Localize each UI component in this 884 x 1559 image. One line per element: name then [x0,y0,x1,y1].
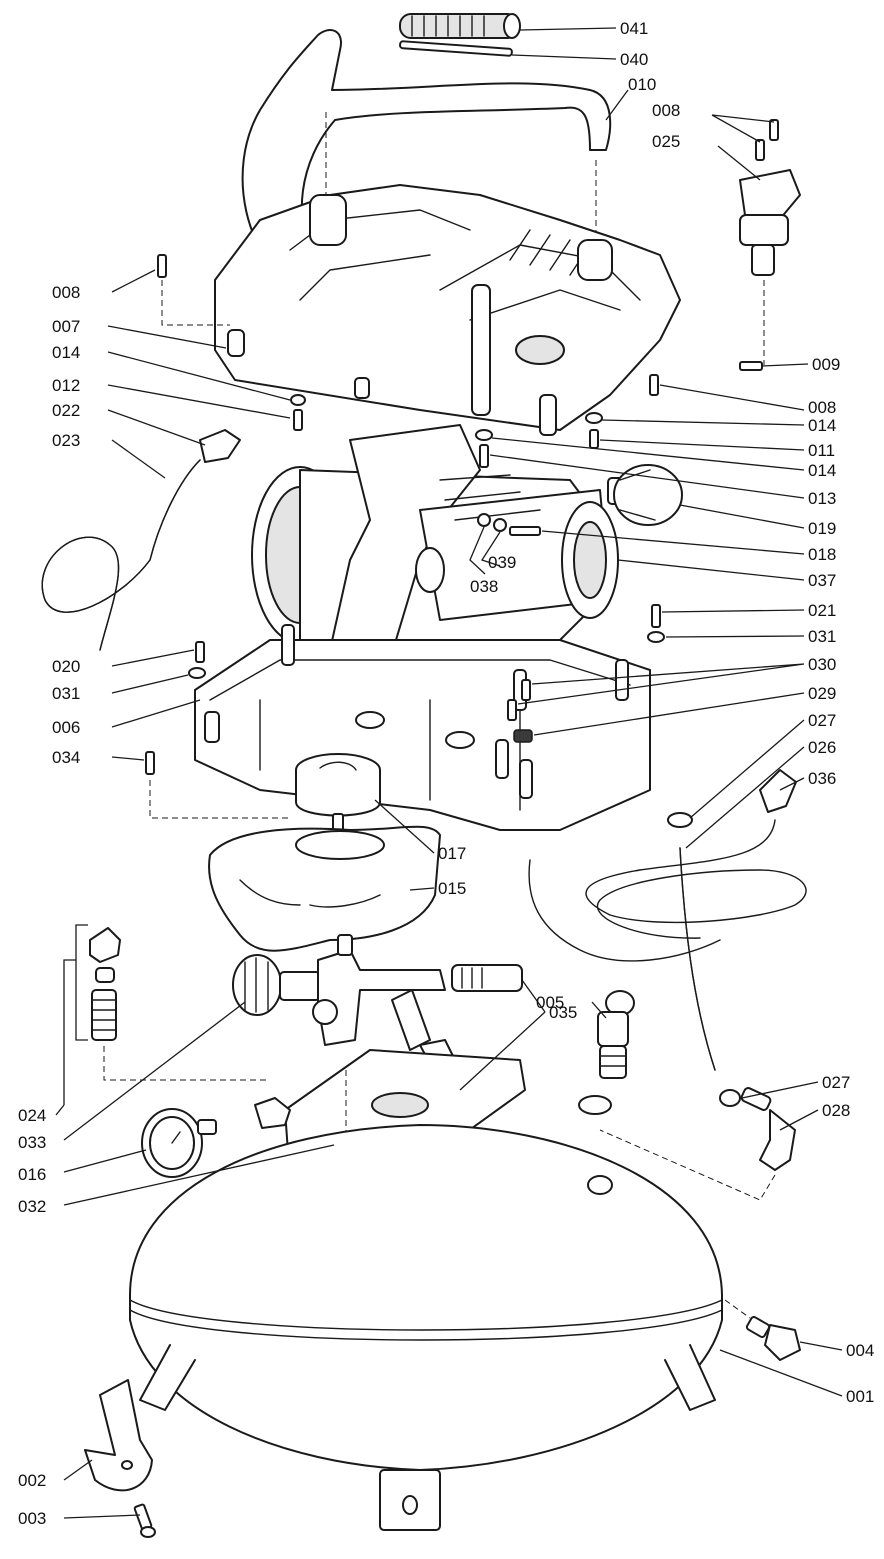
callout-014-left: 014 [52,343,80,362]
part-021-screw [651,604,661,628]
callout-031-left: 031 [52,684,80,703]
part-008-screw-right [649,374,659,396]
callout-028: 028 [822,1101,850,1120]
part-027-clamp-bottom [719,1089,741,1107]
part-036-cord [585,769,807,939]
part-wire [528,859,721,962]
callout-016: 016 [18,1165,46,1184]
part-012-screw [293,409,303,431]
part-008-screws-top [755,119,779,161]
callout-037: 037 [808,571,836,590]
callout-007: 007 [52,317,80,336]
part-025-switch [739,169,801,365]
part-011-screw [589,429,599,449]
part-008-screw-left [157,254,167,278]
callout-019: 019 [808,519,836,538]
part-039-washer [477,513,491,527]
part-031-washer-left [188,667,206,679]
callout-012: 012 [52,376,80,395]
part-030-screw-b [507,699,517,721]
callout-040: 040 [620,50,648,69]
callout-013: 013 [808,489,836,508]
callout-003: 003 [18,1509,46,1528]
callout-006: 006 [52,718,80,737]
callout-035: 035 [549,1003,577,1022]
callout-021: 021 [808,601,836,620]
part-017-gauge [295,753,381,837]
part-034-screw [145,751,155,775]
part-029-clip [513,729,533,743]
part-030-screw-a [521,679,531,701]
part-020-screw [195,641,205,663]
callout-033: 033 [18,1133,46,1152]
callout-029: 029 [808,684,836,703]
part-018-screw [509,526,541,536]
callout-034: 034 [52,748,80,767]
part-038-washer [493,518,507,532]
callout-025: 025 [652,132,680,151]
part-manifold [232,934,446,1051]
callout-015: 015 [438,879,466,898]
part-004-drain [745,1316,801,1361]
part-031-washer-right [647,631,665,643]
part-010-handle [241,29,612,295]
part-009-screw [739,361,763,371]
leader-lines [55,27,843,1519]
part-014-washers [290,394,603,441]
callout-036: 036 [808,769,836,788]
part-005-valve [597,990,635,1079]
part-023-tube [41,459,201,651]
callout-008-top: 008 [652,101,680,120]
part-015-shroud [208,825,441,952]
part-040-rod [399,40,513,57]
callout-014-right-a: 014 [808,416,836,435]
part-041-grip [399,13,521,39]
callout-041: 041 [620,19,648,38]
callout-030: 030 [808,655,836,674]
part-019-filter [607,464,683,526]
callout-027-top: 027 [808,711,836,730]
callout-020: 020 [52,657,80,676]
part-016-gauge [141,1108,217,1178]
part-028-elbow [740,1087,796,1171]
callout-032: 032 [18,1197,46,1216]
callout-005: 005 [536,993,564,1012]
part-027-clamp-top [667,812,693,828]
callout-039: 039 [488,553,516,572]
callout-018: 018 [808,545,836,564]
callout-026: 026 [808,738,836,757]
callout-002: 002 [18,1471,46,1490]
callout-017: 017 [438,844,466,863]
callout-001: 001 [846,1387,874,1406]
part-022-elbow [199,429,241,463]
callout-027-bottom: 027 [822,1073,850,1092]
part-002-foot [84,1379,153,1492]
part-003-screw [133,1503,156,1538]
part-shroud [214,184,681,436]
part-033-bushing [254,1097,291,1129]
callout-009: 009 [812,355,840,374]
callout-024: 024 [18,1106,46,1125]
part-013-screw [479,444,489,468]
part-motor [251,424,619,691]
callout-031-right: 031 [808,627,836,646]
callout-038: 038 [470,577,498,596]
callout-011: 011 [808,441,835,460]
callout-004: 004 [846,1341,874,1360]
callout-022: 022 [52,401,80,420]
part-024-fittings [89,927,121,1041]
callout-010: 010 [628,75,656,94]
callout-023: 023 [52,431,80,450]
callout-labels: 041 040 010 008 025 008 007 014 012 022 … [18,19,874,1528]
callout-008-left: 008 [52,283,80,302]
callout-014-right-b: 014 [808,461,836,480]
part-001-tank [129,1095,723,1531]
part-026-hose [679,847,716,1071]
callout-008-right: 008 [808,398,836,417]
